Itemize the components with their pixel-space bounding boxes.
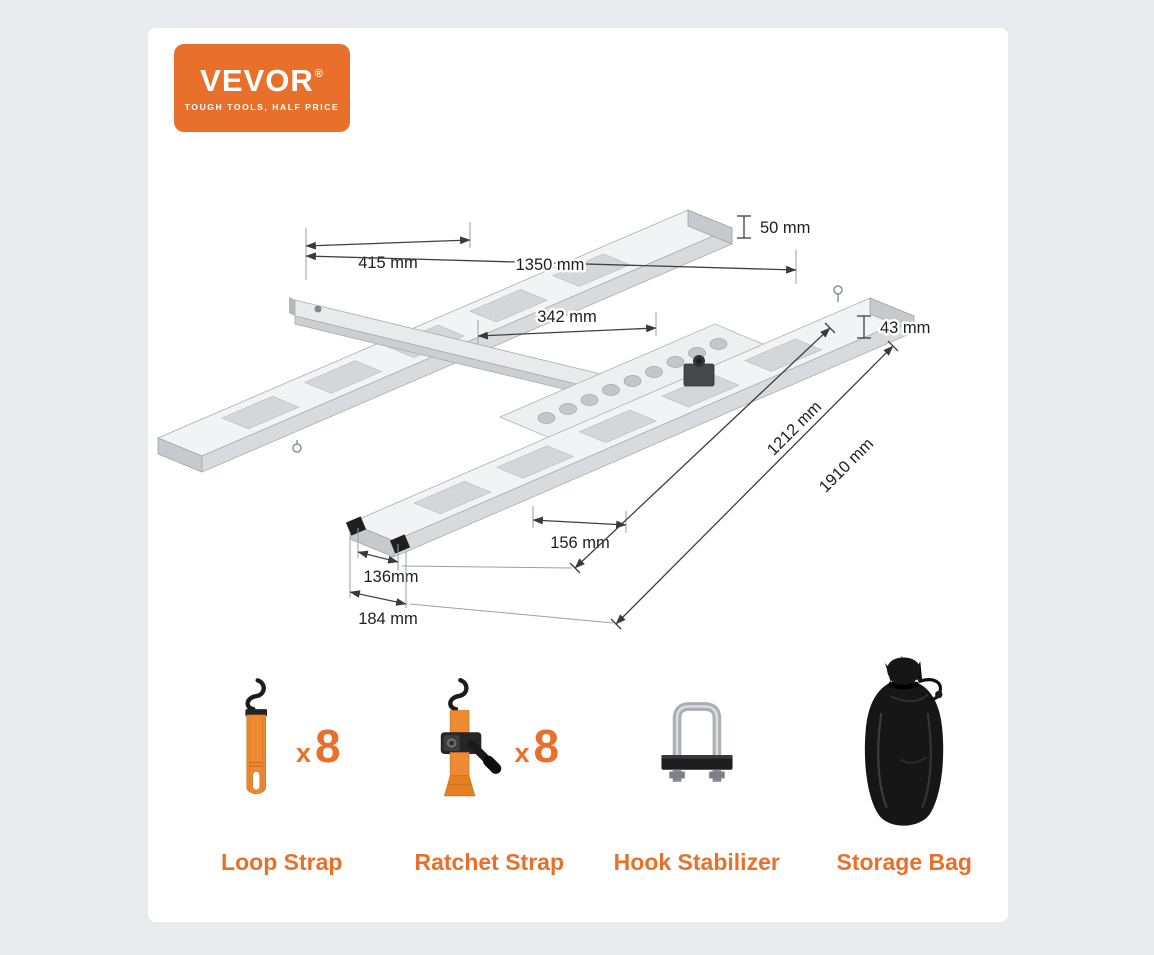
- dim-label-1910mm: 1910 mm: [816, 435, 877, 496]
- ratchet-strap-label: Ratchet Strap: [414, 849, 565, 875]
- bag-body: [864, 657, 943, 826]
- loop-strap-icon: [245, 677, 267, 794]
- storage-bag-icon: [864, 655, 943, 826]
- hook-stabilizer-label: Hook Stabilizer: [613, 849, 780, 875]
- accessory-hook-stabilizer: Hook Stabilizer: [593, 648, 801, 898]
- storage-bag-visual: [835, 648, 974, 843]
- dim-label-1350mm: 1350 mm: [516, 256, 585, 274]
- dim-label-50mm: 50 mm: [760, 219, 810, 237]
- dim-label-136mm: 136mm: [363, 568, 418, 586]
- hook-stabilizer-visual: [632, 648, 762, 843]
- product-image-card: VEVOR® TOUGH TOOLS, HALF PRICE: [148, 28, 1008, 922]
- rail-end-cap: [345, 516, 367, 536]
- dim-label-415mm: 415 mm: [358, 254, 418, 272]
- vevor-logo: VEVOR® TOUGH TOOLS, HALF PRICE: [174, 44, 350, 132]
- dim-label-342mm: 342 mm: [537, 308, 597, 326]
- brand-name: VEVOR®: [200, 65, 324, 96]
- tie-down-eyelets: [292, 285, 843, 453]
- quantity-x: x: [514, 737, 530, 768]
- quantity-number: 8: [314, 719, 341, 772]
- storage-bag-label: Storage Bag: [836, 849, 972, 875]
- registered-mark: ®: [314, 67, 324, 80]
- brand-tagline: TOUGH TOOLS, HALF PRICE: [184, 101, 340, 112]
- brand-name-text: VEVOR: [200, 62, 314, 98]
- s-hook-icon: [245, 677, 266, 711]
- dimension-diagram: 415 mm 1350 mm 342 mm 50 mm 43 mm: [156, 209, 933, 631]
- hook-stabilizer-icon: [661, 702, 733, 782]
- loop-strap-label: Loop Strap: [221, 849, 343, 875]
- ratchet-strap-icon: [441, 677, 502, 796]
- dim-label-184mm: 184 mm: [358, 610, 418, 628]
- rail-end-cap: [389, 534, 411, 554]
- dim-label-43mm: 43 mm: [880, 319, 930, 337]
- quantity-x: x: [295, 737, 311, 768]
- s-hook-icon: [448, 677, 469, 711]
- quantity-number: 8: [533, 719, 560, 772]
- hitch-pin-hole: [314, 305, 322, 313]
- dim-label-1212mm: 1212 mm: [764, 398, 825, 459]
- accessory-storage-bag: Storage Bag: [801, 648, 1009, 898]
